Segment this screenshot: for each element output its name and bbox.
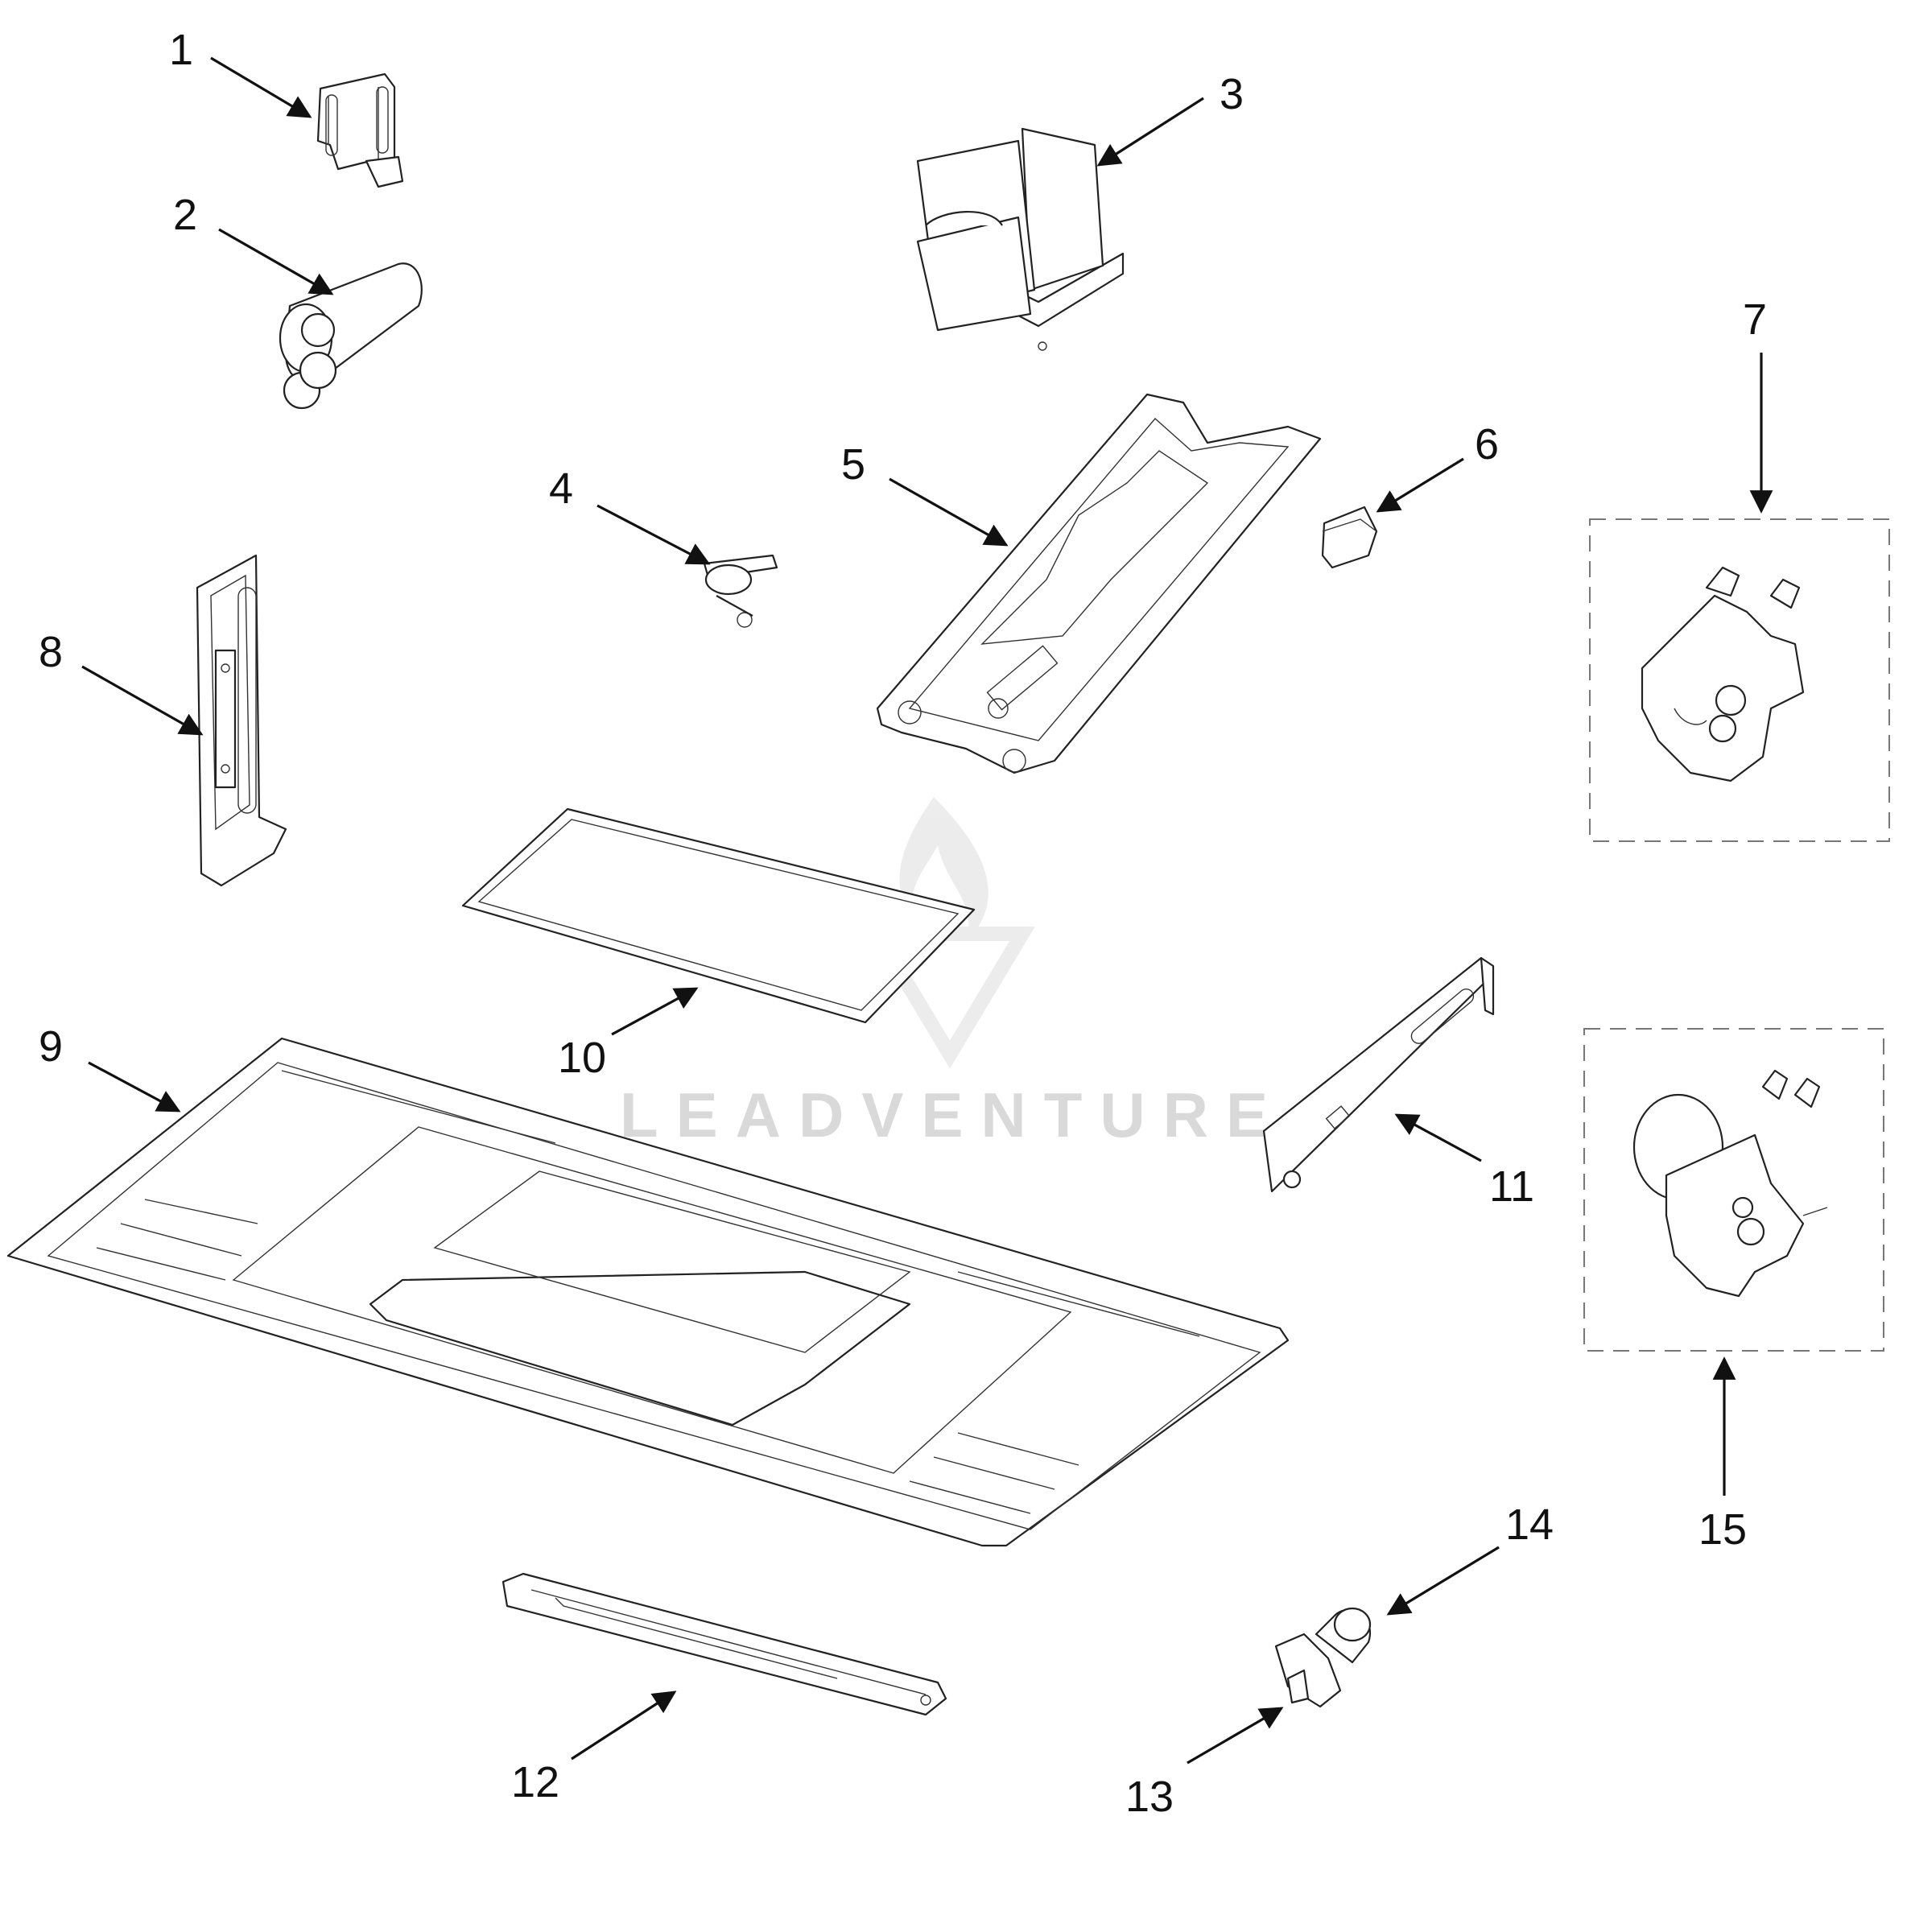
part-13-lamp-socket[interactable] bbox=[1274, 1633, 1342, 1708]
arrow-8 bbox=[81, 665, 204, 736]
part-14-lamp-bulb[interactable] bbox=[1315, 1607, 1372, 1664]
arrow-9 bbox=[88, 1061, 181, 1113]
callout-12: 12 bbox=[511, 1758, 559, 1806]
callout-2: 2 bbox=[173, 191, 197, 239]
part-6-switch[interactable] bbox=[1321, 506, 1378, 569]
arrow-1 bbox=[210, 56, 312, 118]
callout-arrows bbox=[81, 56, 1773, 1765]
arrow-12 bbox=[571, 1690, 677, 1761]
watermark-text: LEADVENTURE bbox=[620, 1080, 1286, 1150]
part-10-panel[interactable] bbox=[461, 807, 976, 1024]
part-12-strip[interactable] bbox=[501, 1572, 947, 1716]
callout-14: 14 bbox=[1505, 1501, 1554, 1549]
part-11-rail[interactable] bbox=[1262, 956, 1495, 1193]
part-2-capacitor[interactable] bbox=[279, 262, 423, 410]
callout-7: 7 bbox=[1743, 295, 1767, 344]
part-5-mounting-plate[interactable] bbox=[876, 393, 1322, 774]
arrow-5 bbox=[889, 477, 1009, 547]
callout-6: 6 bbox=[1475, 420, 1499, 469]
callout-9: 9 bbox=[39, 1022, 63, 1071]
arrow-4 bbox=[596, 504, 711, 565]
arrow-14 bbox=[1386, 1546, 1500, 1616]
arrow-2 bbox=[218, 228, 334, 295]
callout-13: 13 bbox=[1125, 1773, 1174, 1821]
callout-10: 10 bbox=[558, 1034, 606, 1082]
callout-15: 15 bbox=[1698, 1505, 1747, 1554]
callout-1: 1 bbox=[169, 26, 193, 74]
part-15-motor-assembly[interactable] bbox=[1583, 1028, 1884, 1352]
callout-5: 5 bbox=[841, 440, 865, 489]
arrow-6 bbox=[1376, 457, 1464, 513]
part-8-side-bracket[interactable] bbox=[196, 554, 287, 887]
watermark: LEADVENTURE bbox=[620, 797, 1286, 1150]
callout-labels: 1 2 3 4 5 6 7 8 9 10 11 12 13 14 15 bbox=[39, 26, 1767, 1821]
arrow-10 bbox=[611, 987, 699, 1036]
callout-3: 3 bbox=[1220, 70, 1244, 118]
part-7-motor-assembly[interactable] bbox=[1589, 518, 1890, 842]
part-3-transformer[interactable] bbox=[916, 127, 1125, 351]
part-9-base-plate[interactable] bbox=[6, 1037, 1290, 1547]
callout-11: 11 bbox=[1489, 1162, 1534, 1211]
callout-4: 4 bbox=[549, 464, 573, 513]
arrow-11 bbox=[1394, 1113, 1482, 1162]
arrow-3 bbox=[1096, 97, 1204, 167]
callout-8: 8 bbox=[39, 628, 63, 676]
part-4-thermostat[interactable] bbox=[703, 554, 778, 628]
part-1-capacitor-clip[interactable] bbox=[316, 72, 404, 188]
arrow-13 bbox=[1187, 1707, 1284, 1765]
